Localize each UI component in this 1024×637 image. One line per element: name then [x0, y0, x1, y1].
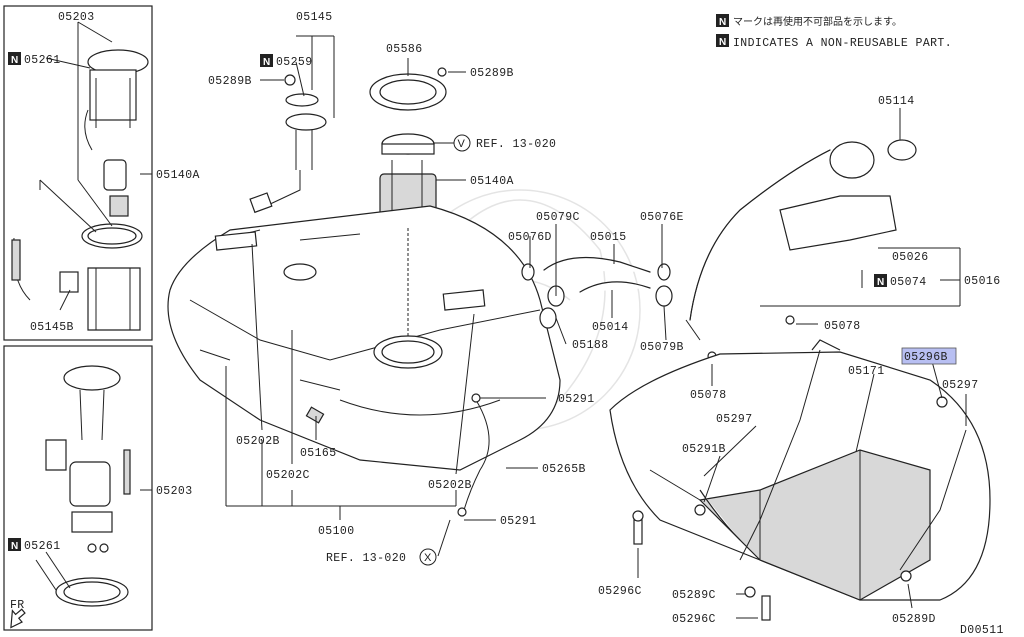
- filler-neck: [685, 139, 917, 361]
- tank-guard: [609, 339, 991, 601]
- label-05074[interactable]: 05074: [890, 276, 927, 289]
- label-05202C[interactable]: 05202C: [266, 469, 310, 482]
- label-05145[interactable]: 05145: [296, 11, 333, 24]
- label-05188[interactable]: 05188: [572, 339, 609, 352]
- label-05203-top[interactable]: 05203: [58, 11, 95, 24]
- leader-lines: [39, 21, 967, 619]
- label-05016[interactable]: 05016: [964, 275, 1001, 288]
- svg-text:N: N: [877, 277, 884, 288]
- label-05015[interactable]: 05015: [590, 231, 627, 244]
- bolts: [632, 396, 948, 621]
- label-05289B-left[interactable]: 05289B: [208, 75, 252, 88]
- n-mark-05259: N: [260, 54, 273, 68]
- ref-circle-x: [419, 548, 437, 566]
- label-05289C[interactable]: 05289C: [672, 589, 716, 602]
- label-05140A-mid[interactable]: 05140A: [470, 175, 514, 188]
- label-05026[interactable]: 05026: [892, 251, 929, 264]
- fuel-tank: [167, 205, 561, 471]
- note-jp: マークは再使用不可部品を示します。: [733, 15, 902, 28]
- inset-box-bottom: [3, 345, 153, 631]
- label-05296C-right[interactable]: 05296C: [672, 613, 716, 626]
- label-05289D[interactable]: 05289D: [892, 613, 936, 626]
- breather-hose: [463, 399, 490, 511]
- svg-text:N: N: [719, 17, 726, 28]
- label-05259[interactable]: 05259: [276, 56, 313, 69]
- label-05291-top[interactable]: 05291: [558, 393, 595, 406]
- label-05100[interactable]: 05100: [318, 525, 355, 538]
- ref-13-020-x[interactable]: REF. 13-020: [326, 552, 406, 565]
- label-05076D[interactable]: 05076D: [508, 231, 552, 244]
- label-05078-mid[interactable]: 05078: [690, 389, 727, 402]
- label-05297-right[interactable]: 05297: [942, 379, 979, 392]
- pump-module-bottom: [35, 365, 131, 607]
- label-05261-top[interactable]: 05261: [24, 54, 61, 67]
- tank-strap-right: [899, 429, 967, 571]
- label-05297-mid[interactable]: 05297: [716, 413, 753, 426]
- svg-text:N: N: [263, 57, 270, 68]
- label-05261-bottom[interactable]: 05261: [24, 540, 61, 553]
- label-05076E[interactable]: 05076E: [640, 211, 684, 224]
- ref-circle-v-label: V: [458, 138, 466, 150]
- label-05289B-right[interactable]: 05289B: [470, 67, 514, 80]
- n-mark-note-2: N: [716, 34, 729, 48]
- sender-unit: [249, 74, 327, 214]
- label-05165[interactable]: 05165: [300, 447, 337, 460]
- label-05114[interactable]: 05114: [878, 95, 915, 108]
- label-05291-bottom[interactable]: 05291: [500, 515, 537, 528]
- label-05265B[interactable]: 05265B: [542, 463, 586, 476]
- label-05291B[interactable]: 05291B: [682, 443, 726, 456]
- highlight-05296B: [901, 347, 957, 365]
- label-05079B[interactable]: 05079B: [640, 341, 684, 354]
- svg-text:N: N: [719, 37, 726, 48]
- note-en: INDICATES A NON-REUSABLE PART.: [733, 37, 952, 50]
- front-arrow-icon: [10, 608, 26, 629]
- svg-text:N: N: [11, 55, 18, 66]
- n-mark-note-1: N: [716, 14, 729, 28]
- n-mark-05261-bottom: N: [8, 538, 21, 552]
- label-05014[interactable]: 05014: [592, 321, 629, 334]
- diagram-code: D00511: [960, 624, 1004, 637]
- filler-hoses: [521, 256, 673, 329]
- ref-circle-x-label: X: [424, 552, 432, 564]
- n-mark-05074: N: [874, 274, 887, 288]
- ref-13-020-v[interactable]: REF. 13-020: [476, 138, 556, 151]
- part-labels: 05203 05261 05140A 05145B 05145 05259 05…: [10, 11, 1004, 637]
- label-fr: FR: [10, 599, 25, 612]
- ref-circle-v: [453, 134, 471, 152]
- label-05296B[interactable]: 05296B: [904, 351, 948, 364]
- tank-strap-left: [739, 349, 821, 561]
- label-05140A-left[interactable]: 05140A: [156, 169, 200, 182]
- label-05171[interactable]: 05171: [848, 365, 885, 378]
- svg-text:N: N: [11, 541, 18, 552]
- label-05296C-left[interactable]: 05296C: [598, 585, 642, 598]
- pump-module-top: [11, 49, 149, 331]
- label-05079C[interactable]: 05079C: [536, 211, 580, 224]
- label-05202B-right[interactable]: 05202B: [428, 479, 472, 492]
- inset-box-top: [3, 5, 153, 341]
- label-05586[interactable]: 05586: [386, 43, 423, 56]
- n-mark-05261-top: N: [8, 52, 21, 66]
- label-05202B-left[interactable]: 05202B: [236, 435, 280, 448]
- label-05203-bottom[interactable]: 05203: [156, 485, 193, 498]
- center-pump: [369, 67, 447, 229]
- label-05078-right[interactable]: 05078: [824, 320, 861, 333]
- label-05145B[interactable]: 05145B: [30, 321, 74, 334]
